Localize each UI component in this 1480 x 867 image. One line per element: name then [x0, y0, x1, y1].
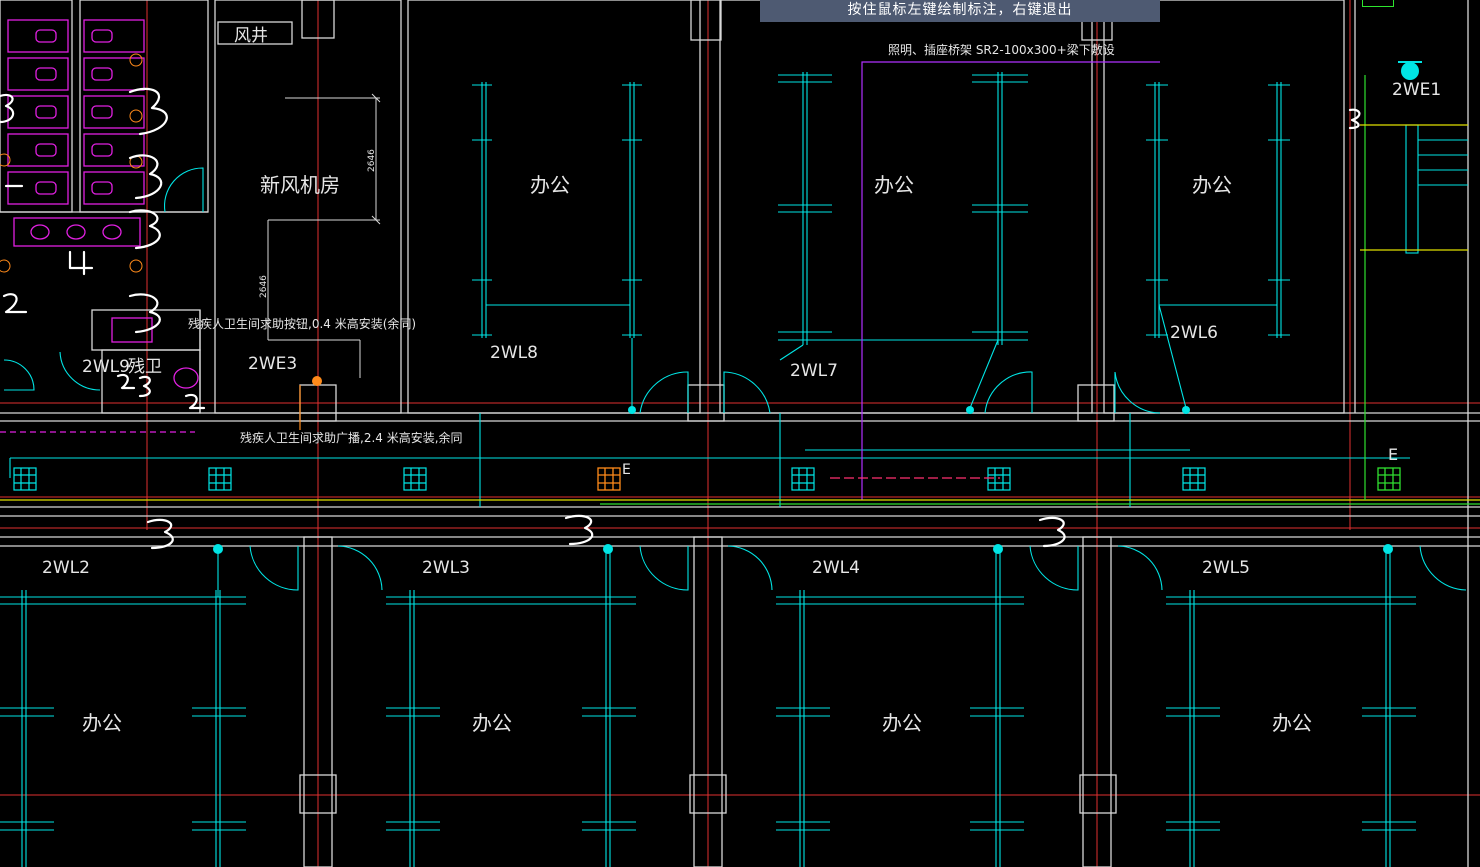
dimension-2646-a: 2646 — [367, 149, 377, 172]
emergency-box-orange — [597, 467, 621, 491]
emergency-box-green — [1377, 467, 1401, 491]
command-hint-bar: 按住鼠标左键绘制标注，右键退出 — [760, 0, 1160, 22]
call-button-icon — [312, 376, 322, 386]
room-label-air-shaft: 风井 — [234, 26, 268, 46]
room-label-office-7: 办公 — [1272, 711, 1312, 735]
circuit-2wl4: 2WL4 — [812, 558, 860, 578]
room-label-office-3: 办公 — [1192, 173, 1232, 197]
circuit-2wl3: 2WL3 — [422, 558, 470, 578]
circuit-2wl6: 2WL6 — [1170, 323, 1218, 343]
lighting-wiring — [0, 72, 1468, 867]
cable-tray — [0, 61, 1480, 505]
room-label-office-2: 办公 — [874, 173, 914, 197]
toilet-fixtures — [7, 19, 199, 389]
box-mark-e-1: E — [622, 462, 631, 478]
door-swings — [3, 167, 1467, 591]
circuit-2wl9: 2WL9 — [82, 357, 130, 377]
room-label-fresh-air: 新风机房 — [260, 173, 340, 197]
room-label-accessible-wc: 残卫 — [128, 357, 162, 377]
circuit-2wl2: 2WL2 — [42, 558, 90, 578]
dimension-lines — [267, 93, 381, 378]
box-mark-e-2: E — [1388, 445, 1398, 464]
circuit-2wl5: 2WL5 — [1202, 558, 1250, 578]
room-label-office-1: 办公 — [530, 173, 570, 197]
circuit-2wl8: 2WL8 — [490, 343, 538, 363]
viewport-corner-marker — [1362, 0, 1394, 7]
room-label-office-4: 办公 — [82, 711, 122, 735]
lamp-points — [213, 406, 1393, 554]
room-label-office-6: 办公 — [882, 711, 922, 735]
dimension-2646-b: 2646 — [259, 275, 269, 298]
note-call-button: 残疾人卫生间求助按钮,0.4 米高安装(余同) — [188, 316, 416, 331]
room-label-office-5: 办公 — [472, 711, 512, 735]
drain-circles — [0, 53, 143, 273]
junction-boxes — [13, 467, 1206, 491]
handwritten-markup — [0, 87, 1361, 550]
circuit-2wl7: 2WL7 — [790, 361, 838, 381]
circuit-2we1: 2WE1 — [1392, 80, 1441, 100]
exhaust-fan-icon — [1398, 61, 1422, 80]
note-tray: 照明、插座桥架 SR2-100x300+梁下敷设 — [888, 42, 1115, 57]
circuit-2we3: 2WE3 — [248, 354, 297, 374]
note-broadcast: 残疾人卫生间求助广播,2.4 米高安装,余同 — [240, 430, 463, 445]
